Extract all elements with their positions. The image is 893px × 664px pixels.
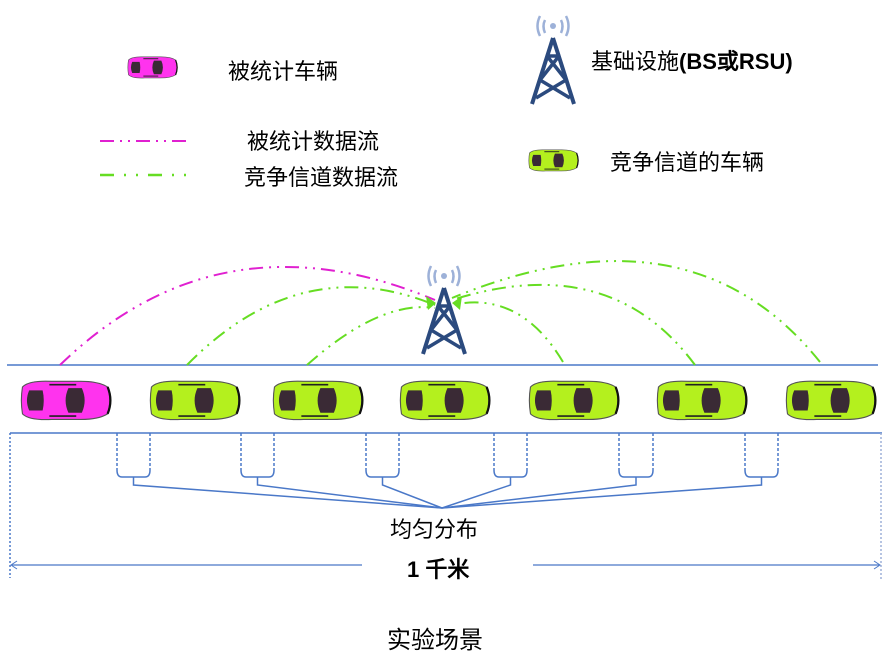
- target-vehicle-car-icon: [20, 380, 112, 421]
- spacing-bracket: [441, 433, 528, 509]
- spacing-bracket: [116, 433, 443, 509]
- competing-flow-arc-2: [306, 306, 436, 366]
- competing-vehicle-car-icon: [785, 380, 877, 421]
- arrowhead-left-distance: [10, 560, 18, 570]
- target-flow-arc: [59, 265, 436, 366]
- figure-caption: 实验场景: [387, 626, 483, 654]
- legend-target-vehicle-label: 被统计车辆: [228, 60, 339, 85]
- spacing-bracket: [365, 433, 443, 509]
- competing-vehicle-car-icon: [528, 380, 620, 421]
- legend-cell-tower-icon: [530, 14, 576, 106]
- competing-flow-arc-1: [186, 286, 436, 366]
- arrowhead-left: [426, 296, 436, 310]
- legend-target-car-icon: [127, 56, 178, 79]
- legend-competing-flow-label: 竞争信道数据流: [244, 166, 399, 191]
- spacing-bracket: [441, 433, 654, 509]
- competing-vehicle-car-icon: [399, 380, 491, 421]
- legend-target-flow-label: 被统计数据流: [247, 130, 380, 155]
- legend-competing-car-icon: [528, 149, 579, 172]
- competing-flow-arc-3: [451, 301, 564, 363]
- competing-flow-arc-5: [451, 260, 821, 363]
- scene-cell-tower-icon: [421, 264, 467, 356]
- competing-vehicle-car-icon: [656, 380, 748, 421]
- legend-infrastructure-label: 基础设施(BS或RSU): [591, 44, 793, 76]
- spacing-label: 均匀分布: [390, 518, 479, 543]
- spacing-bracket: [441, 433, 779, 509]
- infrastructure-label-prefix: 基础设施: [591, 50, 680, 75]
- infrastructure-label-suffix: (BS或RSU): [679, 49, 793, 74]
- legend-competing-vehicle-label: 竞争信道的车辆: [610, 151, 765, 176]
- competing-vehicle-car-icon: [149, 380, 241, 421]
- arrowhead-right: [452, 296, 462, 310]
- spacing-bracket: [240, 433, 443, 509]
- competing-flow-arc-4: [451, 283, 696, 366]
- distance-label: 1 千米: [407, 557, 470, 582]
- competing-vehicle-car-icon: [272, 380, 364, 421]
- arrowhead-right-distance: [873, 560, 881, 570]
